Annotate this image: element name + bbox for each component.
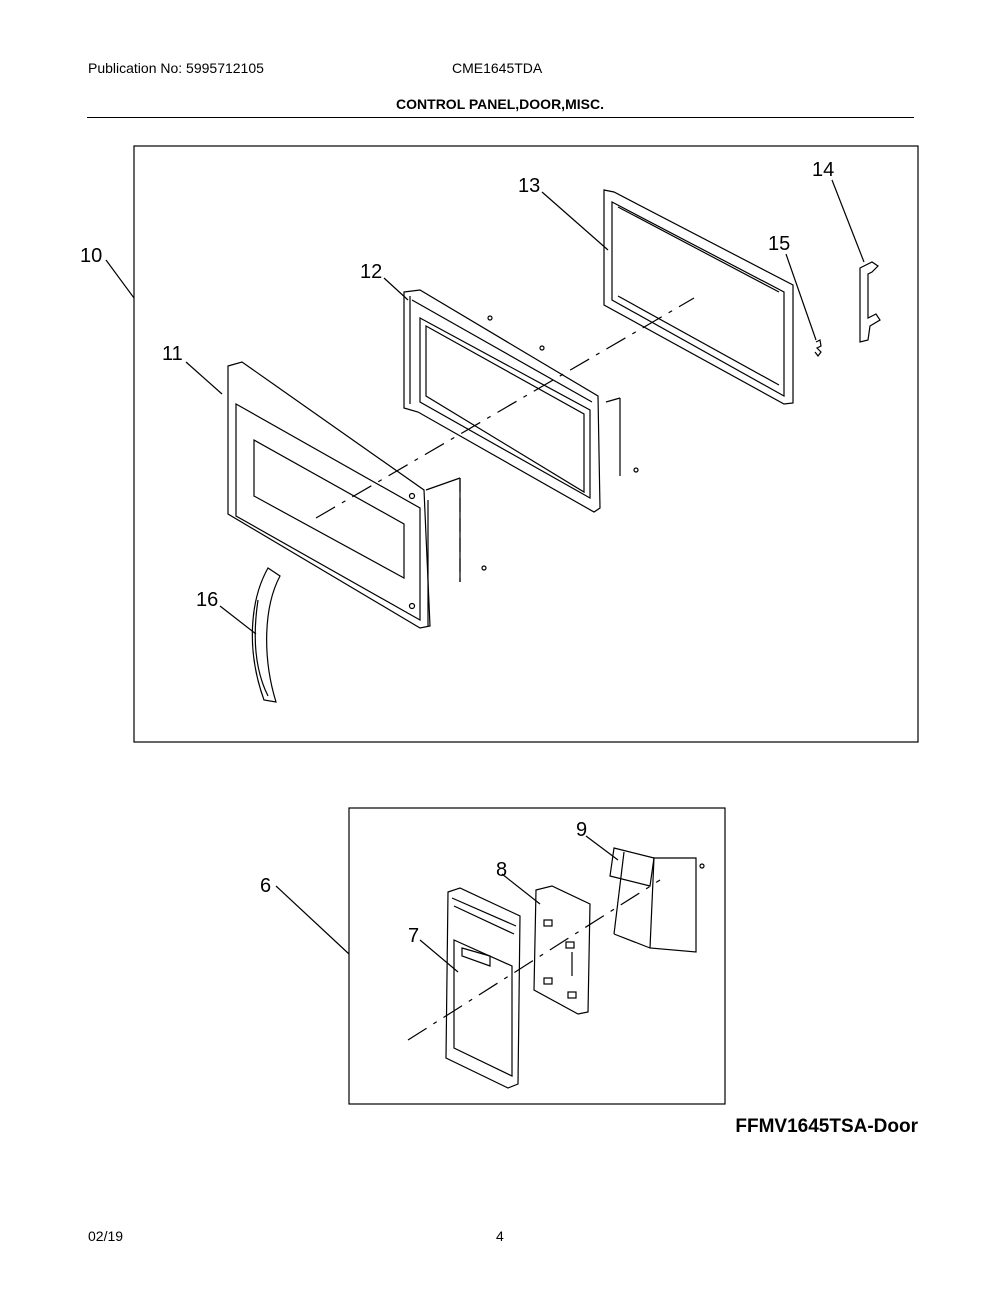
part-12-inner-door — [403, 289, 639, 513]
callout-8: 8 — [496, 859, 507, 881]
leader-12 — [383, 277, 409, 301]
model-number: CME1645TDA — [452, 60, 543, 76]
header-rule — [87, 117, 914, 118]
panel-assembly-axis — [407, 879, 661, 1041]
callout-15: 15 — [768, 233, 790, 255]
callout-6: 6 — [260, 875, 271, 897]
leader-7 — [419, 939, 459, 973]
callout-13: 13 — [518, 175, 540, 197]
control-panel-diagram-frame — [348, 807, 726, 1105]
part-16-handle — [251, 567, 281, 703]
leader-6 — [275, 885, 350, 955]
part-9-module-box — [609, 847, 705, 953]
part-8-bracket — [533, 885, 591, 1015]
model-label: FFMV1645TSA-Door — [735, 1116, 918, 1137]
part-13-choke-frame — [603, 189, 794, 405]
callout-10: 10 — [80, 245, 102, 267]
leader-8 — [501, 873, 541, 905]
callout-16: 16 — [196, 589, 218, 611]
leader-16 — [219, 605, 257, 635]
page-number: 4 — [496, 1228, 504, 1244]
part-14-latch — [859, 261, 881, 343]
callout-12: 12 — [360, 261, 382, 283]
publication-number: Publication No: 5995712105 — [88, 60, 264, 76]
section-title: CONTROL PANEL,DOOR,MISC. — [396, 96, 604, 112]
callout-11: 11 — [162, 343, 183, 365]
door-assembly-axis — [315, 297, 695, 519]
callout-7: 7 — [408, 925, 419, 947]
door-diagram-frame — [133, 145, 919, 743]
leader-14 — [831, 179, 865, 263]
callout-9: 9 — [576, 819, 587, 841]
leader-13 — [541, 191, 609, 251]
leader-10 — [105, 259, 135, 299]
footer-date: 02/19 — [88, 1228, 124, 1244]
part-7-control-panel — [445, 887, 521, 1089]
leader-15 — [785, 253, 817, 341]
leader-9 — [585, 835, 619, 861]
leader-11 — [185, 361, 223, 395]
part-15-spring — [814, 339, 822, 357]
callout-14: 14 — [812, 159, 834, 181]
part-11-outer-door — [227, 361, 487, 629]
